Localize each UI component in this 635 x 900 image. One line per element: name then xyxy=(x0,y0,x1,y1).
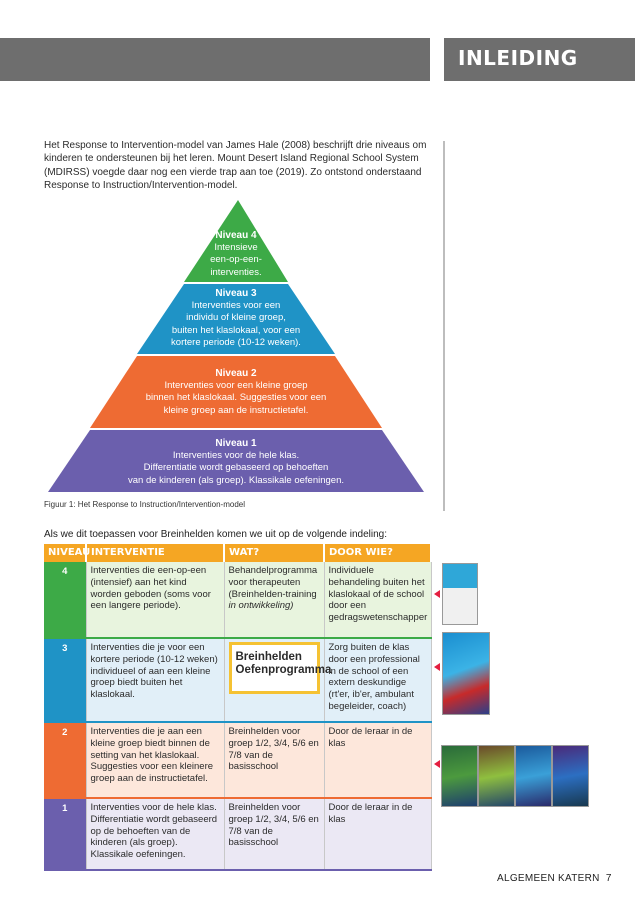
level-line: Interventies voor de hele klas. xyxy=(172,450,300,462)
level-line: buiten het klaslokaal, voor een xyxy=(171,324,301,336)
intro-line: (MDIRSS) voegde daar nog een vierde trap… xyxy=(44,166,422,178)
door-wie-cell: Zorg buiten de klas door een professiona… xyxy=(324,638,432,723)
figure-caption: Figuur 1: Het Response to Instruction/In… xyxy=(44,500,245,509)
interventie-cell: Interventies die je voor een kortere per… xyxy=(86,638,225,723)
table-row: 4 Interventies die een-op-een (intensief… xyxy=(44,562,432,639)
level-title: Niveau 4 xyxy=(215,230,257,241)
section-title-bar xyxy=(444,38,635,81)
pyramid-level-2-text: Niveau 2 Interventies voor een kleine gr… xyxy=(104,368,368,417)
header-interventie: INTERVENTIE xyxy=(86,544,225,562)
level-title: Niveau 1 xyxy=(215,438,257,449)
table-row: 2 Interventies die je aan een kleine gro… xyxy=(44,722,432,799)
pyramid-shapes xyxy=(48,200,424,492)
table-row: 1 Interventies voor de hele klas. Differ… xyxy=(44,798,432,871)
wat-cell: Breinhelden voor groep 1/2, 3/4, 5/6 en … xyxy=(224,798,325,871)
training-book-cover-image xyxy=(442,563,478,625)
pointer-arrow-icon xyxy=(434,590,440,598)
intro-paragraph: Het Response to Intervention-model van J… xyxy=(44,139,434,193)
section-title: INLEIDING xyxy=(458,46,578,70)
pyramid-level-4-text: Niveau 4 Intensieve een-op-een- interven… xyxy=(184,230,288,279)
level-line: individu of kleine groep, xyxy=(186,312,286,324)
header-bar xyxy=(0,38,430,81)
table-row: 3 Interventies die je voor een kortere p… xyxy=(44,638,432,723)
pyramid-level-1-text: Niveau 1 Interventies voor de hele klas.… xyxy=(74,438,398,487)
pyramid-level-3-text: Niveau 3 Interventies voor een individu … xyxy=(144,288,328,349)
side-rule xyxy=(443,141,445,511)
niveau-cell: 3 xyxy=(44,638,87,723)
wat-cell: Breinhelden voor groep 1/2, 3/4, 5/6 en … xyxy=(224,722,325,799)
level-line: van de kinderen (als groep). Klassikale … xyxy=(128,474,344,486)
interventie-cell: Interventies voor de hele klas. Differen… xyxy=(86,798,225,871)
rti-pyramid-figure: Niveau 4 Intensieve een-op-een- interven… xyxy=(44,200,434,500)
level-line: kortere periode (10-12 weken). xyxy=(171,336,301,348)
niveau-cell: 2 xyxy=(44,722,87,799)
door-wie-cell: Door de leraar in de klas xyxy=(324,722,432,799)
page-footer: ALGEMEEN KATERN 7 xyxy=(497,873,612,884)
header-niveau: NIVEAU xyxy=(44,544,90,562)
pyramid-level-1 xyxy=(48,430,424,492)
interventie-cell: Interventies die een-op-een (intensief) … xyxy=(86,562,225,639)
pyramid-level-2 xyxy=(90,356,382,428)
niveau-cell: 4 xyxy=(44,562,87,639)
wat-text: Behandelprogramma voor therapeuten (Brei… xyxy=(228,565,318,600)
niveau-cell: 1 xyxy=(44,798,87,871)
header-door-wie: DOOR WIE? xyxy=(324,544,432,562)
table-header-row: NIVEAU INTERVENTIE WAT? DOOR WIE? xyxy=(44,544,432,562)
level-line: Interventies voor een xyxy=(191,300,281,312)
level-title: Niveau 2 xyxy=(215,368,257,379)
pyramid-level-3 xyxy=(137,284,335,354)
intervention-table: NIVEAU INTERVENTIE WAT? DOOR WIE? 4 Inte… xyxy=(44,544,432,871)
oefenprogramma-book-cover-image xyxy=(442,632,490,715)
book-cover-image xyxy=(552,745,589,807)
level-line: kleine groep aan de instructietafel. xyxy=(163,404,309,416)
level-line: Interventies voor een kleine groep xyxy=(164,380,308,392)
book-cover-image xyxy=(441,745,478,807)
page-number: 7 xyxy=(605,873,612,884)
pyramid-level-4 xyxy=(184,200,288,282)
footer-label: ALGEMEEN KATERN xyxy=(497,873,600,884)
level-line: Intensieve xyxy=(214,242,258,254)
book-cover-image xyxy=(515,745,552,807)
book-cover-image xyxy=(478,745,515,807)
pointer-arrow-icon xyxy=(434,663,440,671)
level-line: Differentiatie wordt gebaseerd op behoef… xyxy=(143,462,329,474)
door-wie-cell: Door de leraar in de klas xyxy=(324,798,432,871)
wat-cell: Behandelprogramma voor therapeuten (Brei… xyxy=(224,562,325,639)
intro-line: Het Response to Intervention-model van J… xyxy=(44,140,427,151)
wat-cell: Breinhelden Oefenprogramma xyxy=(224,638,331,723)
oefenprogramma-highlight: Breinhelden Oefenprogramma xyxy=(228,642,331,694)
level-line: binnen het klaslokaal. Suggesties voor e… xyxy=(145,392,327,404)
level-line: interventies. xyxy=(210,266,262,278)
intro-line: Response to Instruction/Intervention-mod… xyxy=(44,180,238,192)
level-line: een-op-een- xyxy=(210,254,262,266)
door-wie-cell: Individuele behandeling buiten het klasl… xyxy=(324,562,432,639)
header-wat: WAT? xyxy=(224,544,325,562)
level-title: Niveau 3 xyxy=(215,288,257,299)
pointer-arrow-icon xyxy=(434,760,440,768)
interventie-cell: Interventies die je aan een kleine groep… xyxy=(86,722,225,799)
table-lead-text: Als we dit toepassen voor Breinhelden ko… xyxy=(44,529,387,540)
intro-line: kinderen te ondersteunen bij het leren. … xyxy=(44,153,419,165)
wat-italic-text: in ontwikkeling) xyxy=(228,600,294,612)
